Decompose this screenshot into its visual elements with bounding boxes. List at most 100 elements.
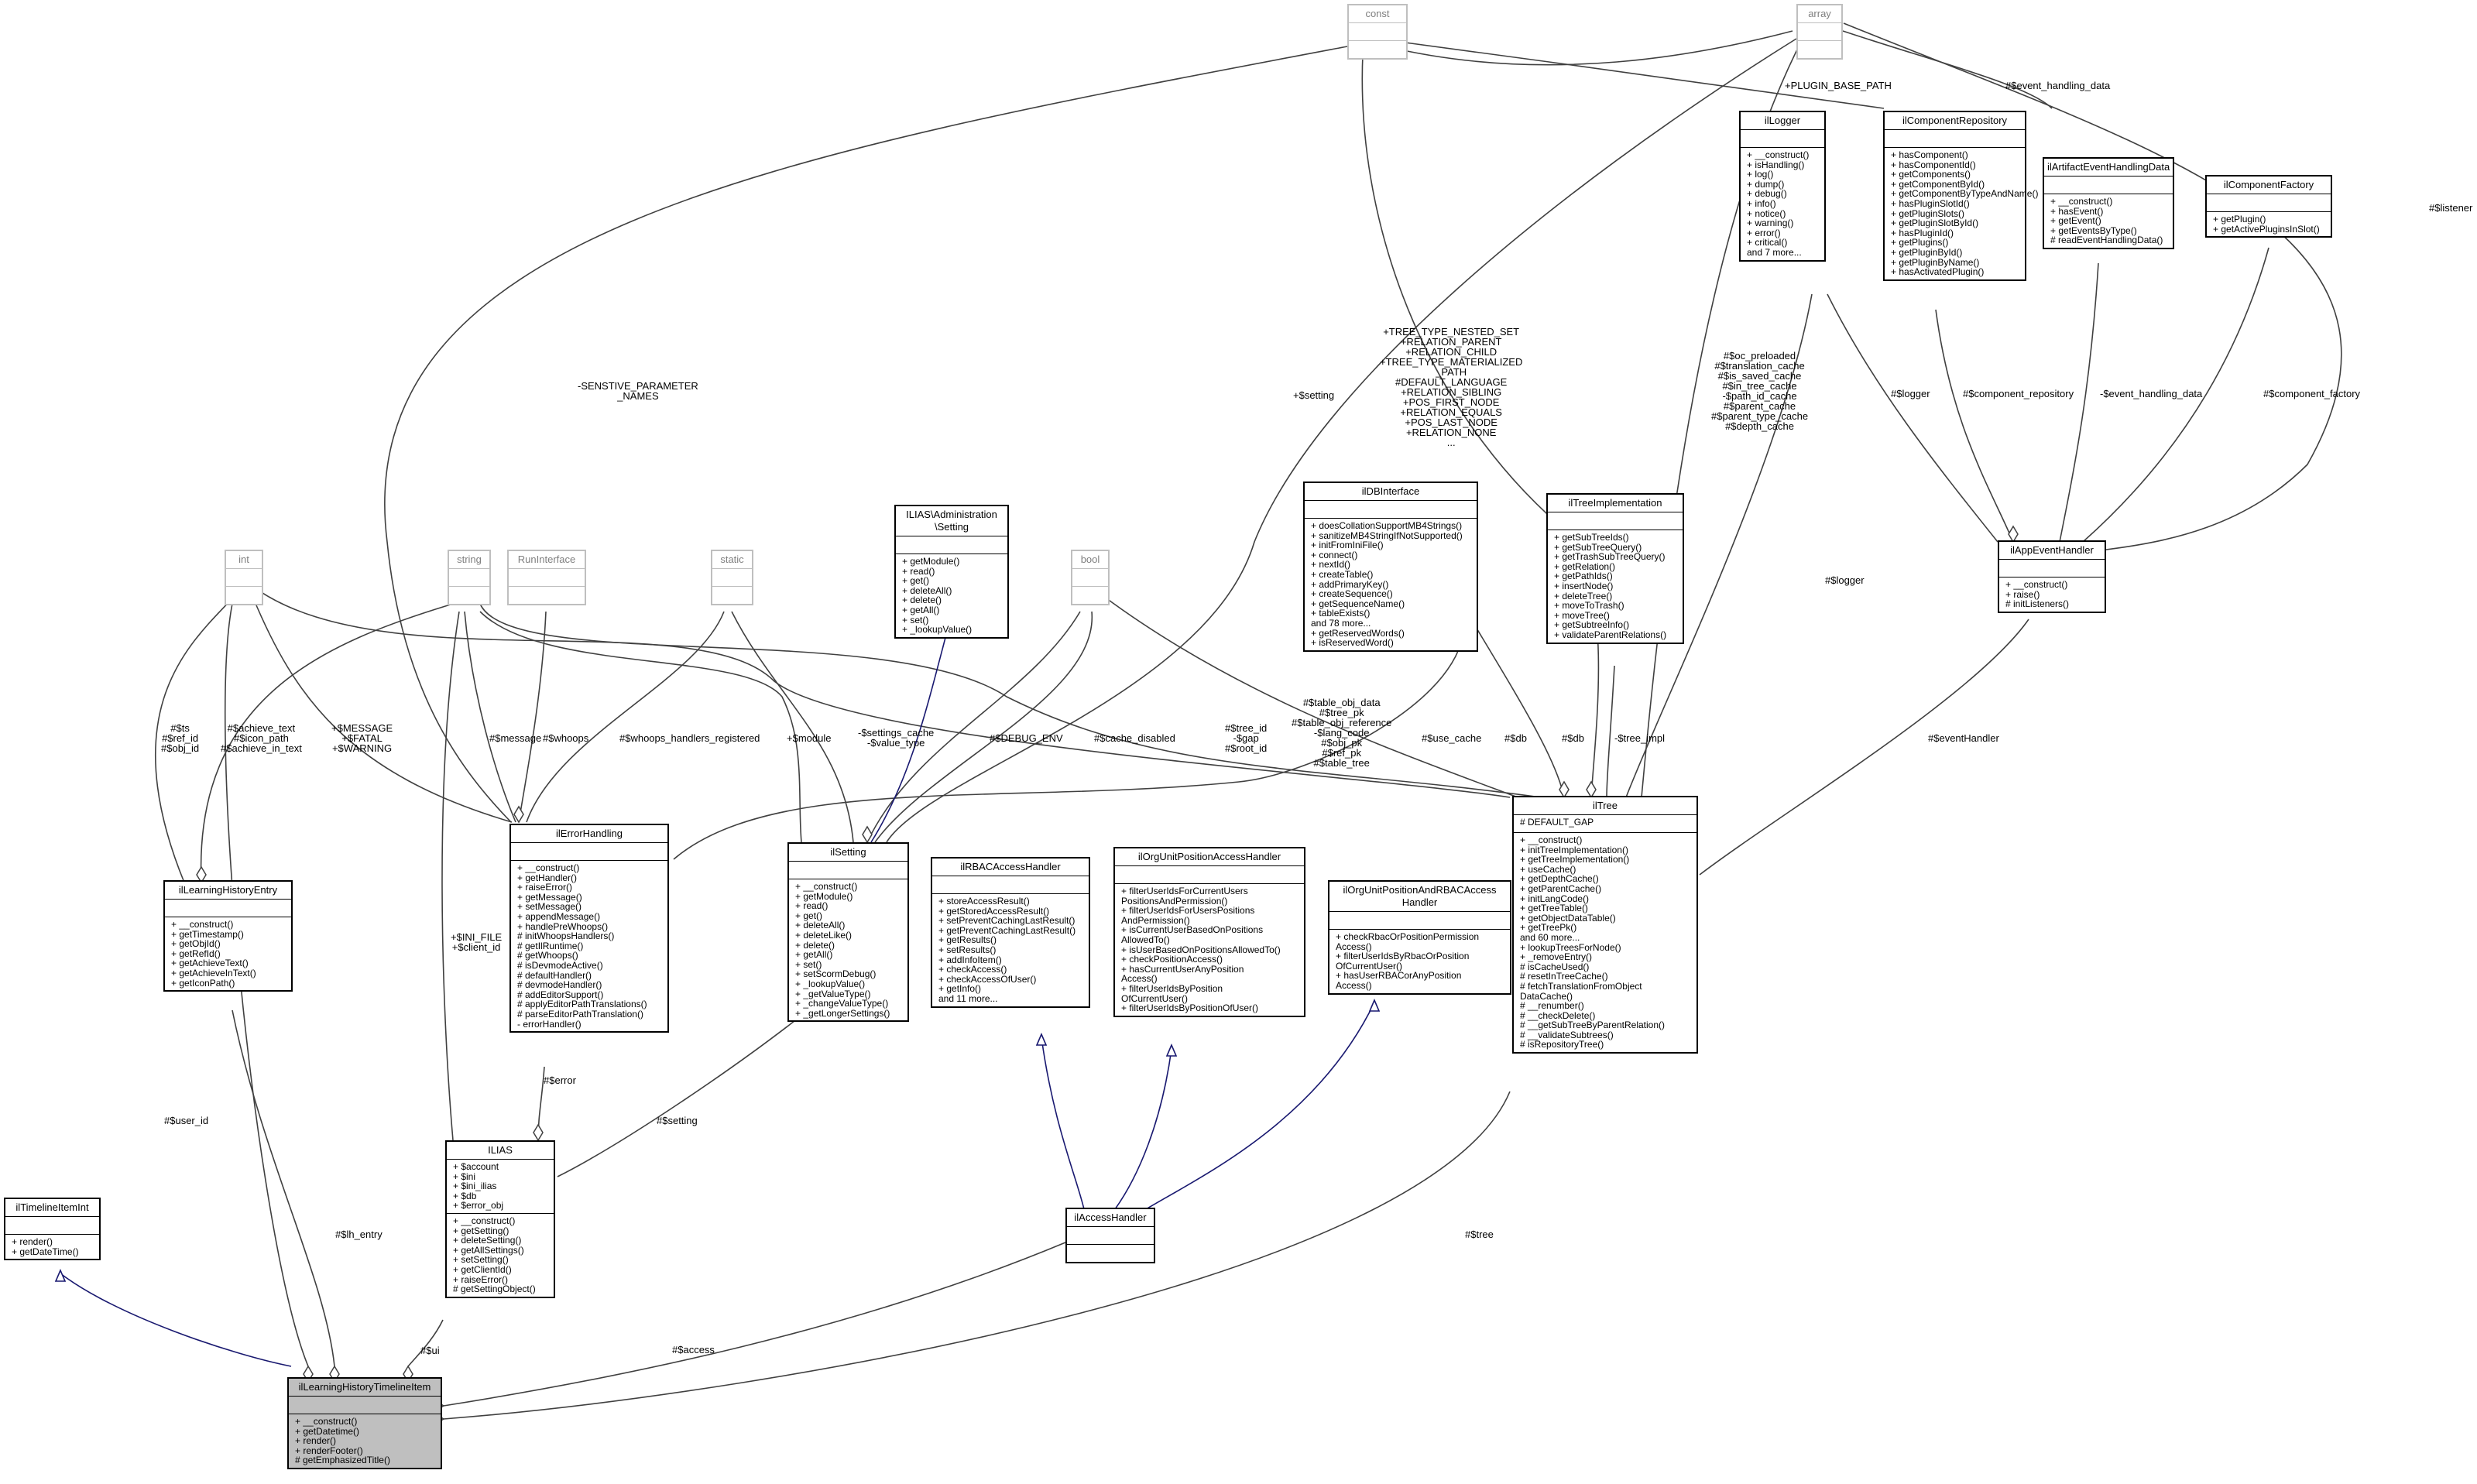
method: + getSubtreeInfo() xyxy=(1554,619,1630,631)
class-ilcomponentrepository[interactable]: ilComponentRepository+ hasComponent()+ h… xyxy=(1883,111,2038,281)
method: AndPermission() xyxy=(1121,914,1190,926)
class-ilsetting[interactable]: ilSetting+ __construct()+ getModule()+ r… xyxy=(787,842,909,1023)
attribute: + $account xyxy=(453,1161,499,1172)
method: + hasPluginId() xyxy=(1891,227,1954,238)
label-sensitive: -SENSTIVE_PARAMETER _NAMES xyxy=(578,380,698,402)
class-int[interactable]: int xyxy=(225,550,263,605)
label-use-cache: #$use_cache xyxy=(1422,732,1482,744)
class-ilorgunitpositionaccesshandler[interactable]: ilOrgUnitPositionAccessHandler + filterUs… xyxy=(1113,847,1305,1017)
edge-artifact-app xyxy=(2059,262,2099,543)
class-ilcomponentfactory[interactable]: ilComponentFactory+ getPlugin()+ getActi… xyxy=(2205,175,2332,238)
method: + getAll() xyxy=(795,949,833,961)
method: + _removeEntry() xyxy=(1520,951,1593,963)
method: + getPlugin() xyxy=(2213,214,2266,224)
class-bool[interactable]: bool xyxy=(1071,550,1110,605)
class-ilias[interactable]: ILIAS+ $account+ $ini+ $ini_ilias+ $db+ … xyxy=(445,1140,555,1298)
class-name: ilOrgUnitPositionAccessHandler xyxy=(1115,848,1304,866)
method: + getParentCache() xyxy=(1520,883,1602,894)
method: + getDatetime() xyxy=(295,1425,360,1437)
class-ildbinterface[interactable]: ilDBInterface+ doesCollationSupportMB4St… xyxy=(1303,482,1478,652)
method: + initLangCode() xyxy=(1520,893,1590,904)
class-ilappeventhandler[interactable]: ilAppEventHandler+ __construct()+ raise(… xyxy=(1998,540,2106,613)
label-db-setting: #$db xyxy=(1562,732,1584,744)
method: # defaultHandler() xyxy=(517,969,592,981)
edge-int-error xyxy=(252,595,513,823)
method: + _getLongerSettings() xyxy=(795,1007,890,1019)
class-iltimelineitemint[interactable]: ilTimelineItemInt+ render()+ getDateTime… xyxy=(4,1198,101,1261)
method: # readEventHandlingData() xyxy=(2050,235,2163,246)
class-name: ilTimelineItemInt xyxy=(5,1199,99,1217)
method: + getEvent() xyxy=(2050,215,2101,227)
method: + getModule() xyxy=(902,556,960,567)
edge-string-ilias xyxy=(441,611,460,1141)
class-iltree[interactable]: ilTree# DEFAULT_GAP+ __construct()+ init… xyxy=(1512,796,1698,1054)
class-ilrbacaccesshandler[interactable]: ilRBACAccessHandler+ storeAccessResult()… xyxy=(931,857,1090,1008)
method: + deleteSetting() xyxy=(453,1235,522,1246)
method: + getObjectDataTable() xyxy=(1520,912,1616,924)
class-string[interactable]: string xyxy=(448,550,491,605)
edge-comprepo-app xyxy=(1935,309,2014,543)
method: + storeAccessResult() xyxy=(938,896,1030,907)
edge-setting-ilias xyxy=(557,1006,814,1177)
methods-section xyxy=(1798,41,1841,58)
method: + __construct() xyxy=(295,1416,358,1427)
method: + getTreePk() xyxy=(1520,922,1577,934)
attributes-section xyxy=(2207,194,2331,212)
class-illearninghistorytimelineitem[interactable]: ilLearningHistoryTimelineItem+ __constru… xyxy=(287,1377,442,1469)
method: + __construct() xyxy=(2050,196,2113,207)
class-illogger[interactable]: ilLogger+ __construct()+ isHandling()+ l… xyxy=(1739,111,1826,262)
method: + getObjId() xyxy=(171,938,221,950)
method: + getMessage() xyxy=(517,891,582,903)
method: + createTable() xyxy=(1311,568,1374,580)
method: and 7 more... xyxy=(1747,246,1802,258)
method: + delete() xyxy=(795,939,835,951)
attributes-section xyxy=(5,1217,99,1235)
class-iltreeimplementation[interactable]: ilTreeImplementation+ getSubTreeIds()+ g… xyxy=(1546,493,1684,644)
methods-section: + __construct()+ getDatetime()+ render()… xyxy=(289,1414,441,1468)
class-ilias-administration-setting[interactable]: ILIAS\Administration \Setting+ getModule… xyxy=(894,505,1009,639)
edge-ui xyxy=(407,1319,444,1367)
method: + filterUserIdsByRbacOrPosition xyxy=(1336,951,1470,962)
class-ilaccesshandler[interactable]: ilAccessHandler xyxy=(1065,1208,1155,1263)
method: # __checkDelete() xyxy=(1520,1009,1596,1021)
class-illearninghistoryentry[interactable]: ilLearningHistoryEntry+ __construct()+ g… xyxy=(163,880,293,992)
method: + getEventsByType() xyxy=(2050,224,2137,236)
attributes-section xyxy=(509,569,585,587)
method: + isCurrentUserBasedOnPositions xyxy=(1121,924,1264,936)
edge-array-artifact xyxy=(1842,30,2053,109)
method: OfCurrentUser() xyxy=(1121,992,1189,1004)
method: # __renumber() xyxy=(1520,1000,1584,1012)
class-ilartifacteventhandlingdata[interactable]: ilArtifactEventHandlingData+ __construct… xyxy=(2043,157,2174,249)
attributes-section xyxy=(165,900,291,917)
class-array[interactable]: array xyxy=(1796,4,1843,60)
method: + tableExists() xyxy=(1311,608,1371,619)
class-const[interactable]: const xyxy=(1347,4,1408,60)
class-name: ilAppEventHandler xyxy=(1999,542,2105,560)
class-static[interactable]: static xyxy=(711,550,753,605)
label-tree: #$tree xyxy=(1465,1229,1494,1240)
method: + raise() xyxy=(2005,588,2040,600)
method: + hasEvent() xyxy=(2050,205,2104,217)
method: # isCacheUsed() xyxy=(1520,961,1590,972)
methods-section xyxy=(1072,587,1108,604)
method: + getTreeImplementation() xyxy=(1520,854,1630,865)
method: + filterUserIdsByPositionOfUser() xyxy=(1121,1002,1259,1014)
method: + lookupTreesForNode() xyxy=(1520,941,1621,953)
method: + getAll() xyxy=(902,604,940,615)
edge-const-tree xyxy=(1361,53,1600,798)
method: + doesCollationSupportMB4Strings() xyxy=(1311,520,1463,531)
class-ilerrorhandling[interactable]: ilErrorHandling+ __construct()+ getHandl… xyxy=(509,824,669,1033)
class-runinterface[interactable]: RunInterface xyxy=(507,550,586,605)
method: + __construct() xyxy=(171,919,234,930)
method: + notice() xyxy=(1747,207,1786,219)
label-tree-caches: #$oc_preloaded #$translation_cache #$is_… xyxy=(1711,350,1809,432)
method: + raiseError() xyxy=(517,882,573,893)
methods-section xyxy=(1349,41,1406,58)
method: + initTreeImplementation() xyxy=(1520,844,1628,855)
class-ilorgunitpositionandrbacaccesshandler[interactable]: ilOrgUnitPositionAndRBACAccess Handler+ … xyxy=(1328,880,1511,995)
method: + handlePreWhoops() xyxy=(517,920,609,932)
label-user-id: #$user_id xyxy=(164,1115,209,1126)
